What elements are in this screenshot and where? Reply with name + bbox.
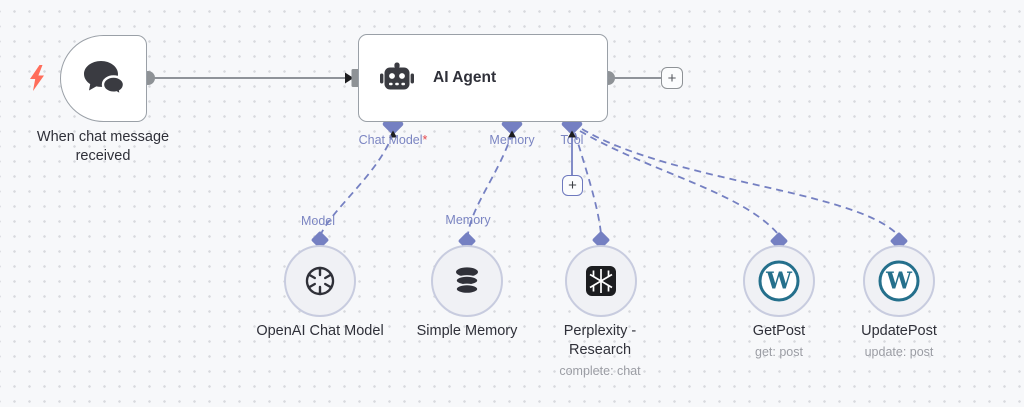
- trigger-bolt-icon: [30, 65, 44, 91]
- openai-chat-model-node[interactable]: [284, 245, 356, 317]
- svg-text:W: W: [765, 268, 793, 295]
- updatepost-node-label: UpdatePost update: post: [824, 322, 974, 362]
- node-name: Perplexity - Research: [563, 323, 637, 358]
- node-name: UpdatePost: [861, 323, 937, 339]
- updatepost-node[interactable]: W: [863, 245, 935, 317]
- chat-trigger-node[interactable]: [60, 35, 147, 122]
- memory-wire-label: Memory: [445, 213, 491, 227]
- perplexity-research-node[interactable]: [565, 245, 637, 317]
- wordpress-icon: W: [878, 260, 920, 302]
- node-subtitle: update: post: [864, 345, 934, 359]
- wordpress-icon: W: [758, 260, 800, 302]
- tool-port-label: Tool: [560, 133, 584, 147]
- chat-model-port-text: Chat Model: [358, 133, 423, 147]
- node-subtitle: get: post: [755, 345, 803, 359]
- simple-memory-node-label: Simple Memory: [392, 322, 542, 341]
- chat-model-port-label: Chat Model*: [333, 133, 453, 147]
- database-icon: [455, 267, 479, 295]
- node-name: OpenAI Chat Model: [256, 323, 384, 339]
- trigger-node-label: When chat message received: [36, 129, 170, 164]
- robot-icon: [380, 62, 414, 90]
- model-wire-label: Model: [300, 214, 336, 228]
- arrowhead-agent-input: [345, 72, 354, 84]
- add-tool-button[interactable]: +: [562, 175, 583, 196]
- svg-text:W: W: [885, 268, 913, 295]
- node-name: GetPost: [752, 323, 806, 339]
- chat-bubbles-icon: [83, 60, 125, 97]
- openai-icon: [305, 266, 335, 296]
- simple-memory-node[interactable]: [431, 245, 503, 317]
- memory-port-label: Memory: [489, 133, 535, 147]
- add-next-node-button[interactable]: +: [661, 67, 683, 89]
- perplexity-node-label: Perplexity - Research complete: chat: [540, 322, 660, 381]
- node-name: Simple Memory: [416, 323, 518, 339]
- perplexity-icon: [586, 266, 616, 296]
- getpost-node[interactable]: W: [743, 245, 815, 317]
- node-subtitle: complete: chat: [559, 364, 641, 378]
- ai-agent-node[interactable]: AI Agent: [358, 34, 608, 122]
- ai-agent-title: AI Agent: [433, 69, 497, 86]
- openai-node-label: OpenAI Chat Model: [245, 322, 395, 341]
- getpost-node-label: GetPost get: post: [704, 322, 854, 362]
- required-marker: *: [422, 133, 428, 147]
